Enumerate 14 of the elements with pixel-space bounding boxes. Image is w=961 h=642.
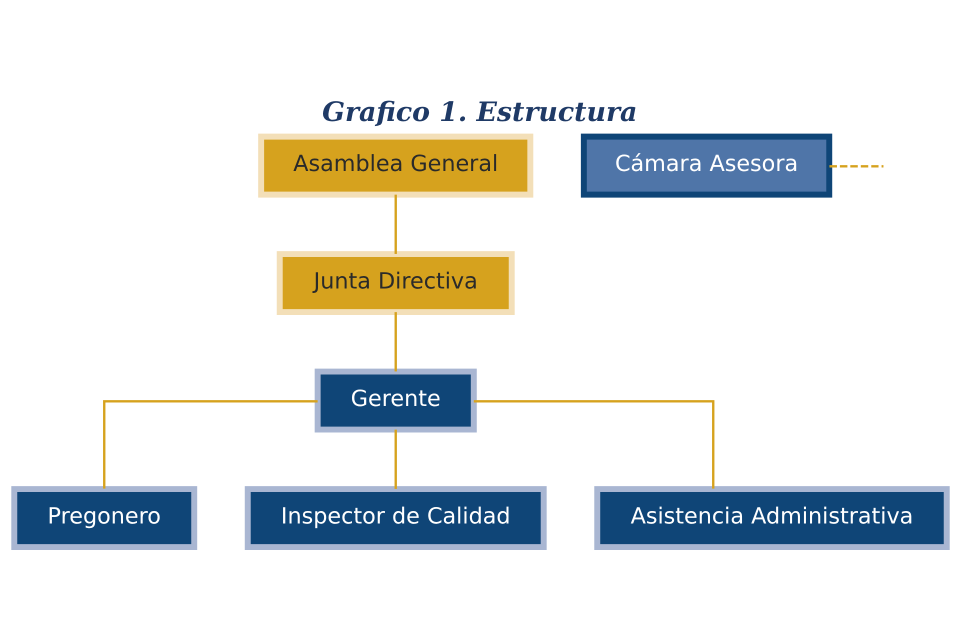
connector: [394, 312, 397, 372]
connector: [829, 165, 884, 168]
node-box: Asamblea General: [258, 134, 534, 198]
connector: [394, 430, 397, 489]
connector: [103, 400, 318, 489]
diagram-title: Grafico 1. Estructura: [322, 96, 638, 128]
connector: [394, 194, 397, 254]
node-box: Inspector de Calidad: [244, 486, 547, 550]
node-box: Junta Directiva: [276, 251, 515, 316]
node-box: Pregonero: [11, 486, 198, 550]
connector: [474, 400, 714, 489]
node-box: Cámara Asesora: [580, 134, 832, 198]
node-box: Asistencia Administrativa: [594, 486, 950, 550]
node-box: Gerente: [314, 368, 477, 433]
